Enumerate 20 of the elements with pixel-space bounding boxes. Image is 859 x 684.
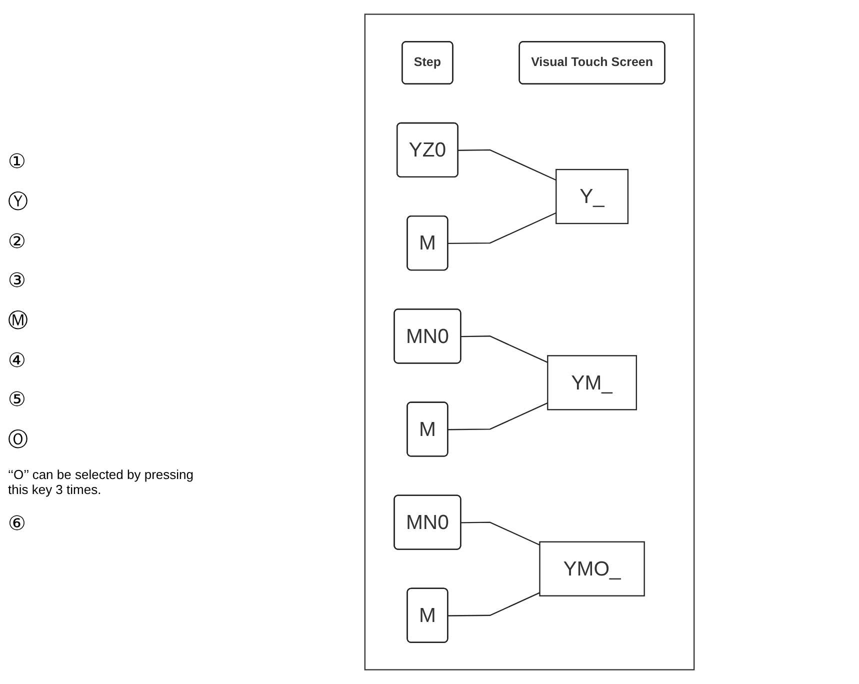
connector (461, 336, 548, 363)
connector (448, 592, 540, 616)
connector (448, 212, 556, 244)
cluster (364, 14, 695, 670)
step-marker: ④ (8, 348, 27, 372)
node-box: YMO_ (539, 541, 645, 596)
connector (461, 522, 540, 546)
connector (458, 149, 556, 181)
step-marker: ② (8, 230, 27, 254)
step-marker: Ⓨ (8, 190, 29, 214)
step-marker: ③ (8, 268, 27, 292)
step-marker: Ⓜ (8, 308, 29, 334)
step-marker: ① (8, 150, 27, 174)
node-box: YM_ (547, 355, 637, 410)
step-marker: Ⓞ (8, 428, 29, 452)
note-text: ‘‘O’’ can be selected by pressing this key 3 times. (8, 466, 194, 496)
connector (448, 402, 548, 430)
node-box: Y_ (556, 168, 629, 224)
step-marker: ⑤ (8, 388, 27, 412)
step-marker: ⑥ (8, 512, 27, 536)
